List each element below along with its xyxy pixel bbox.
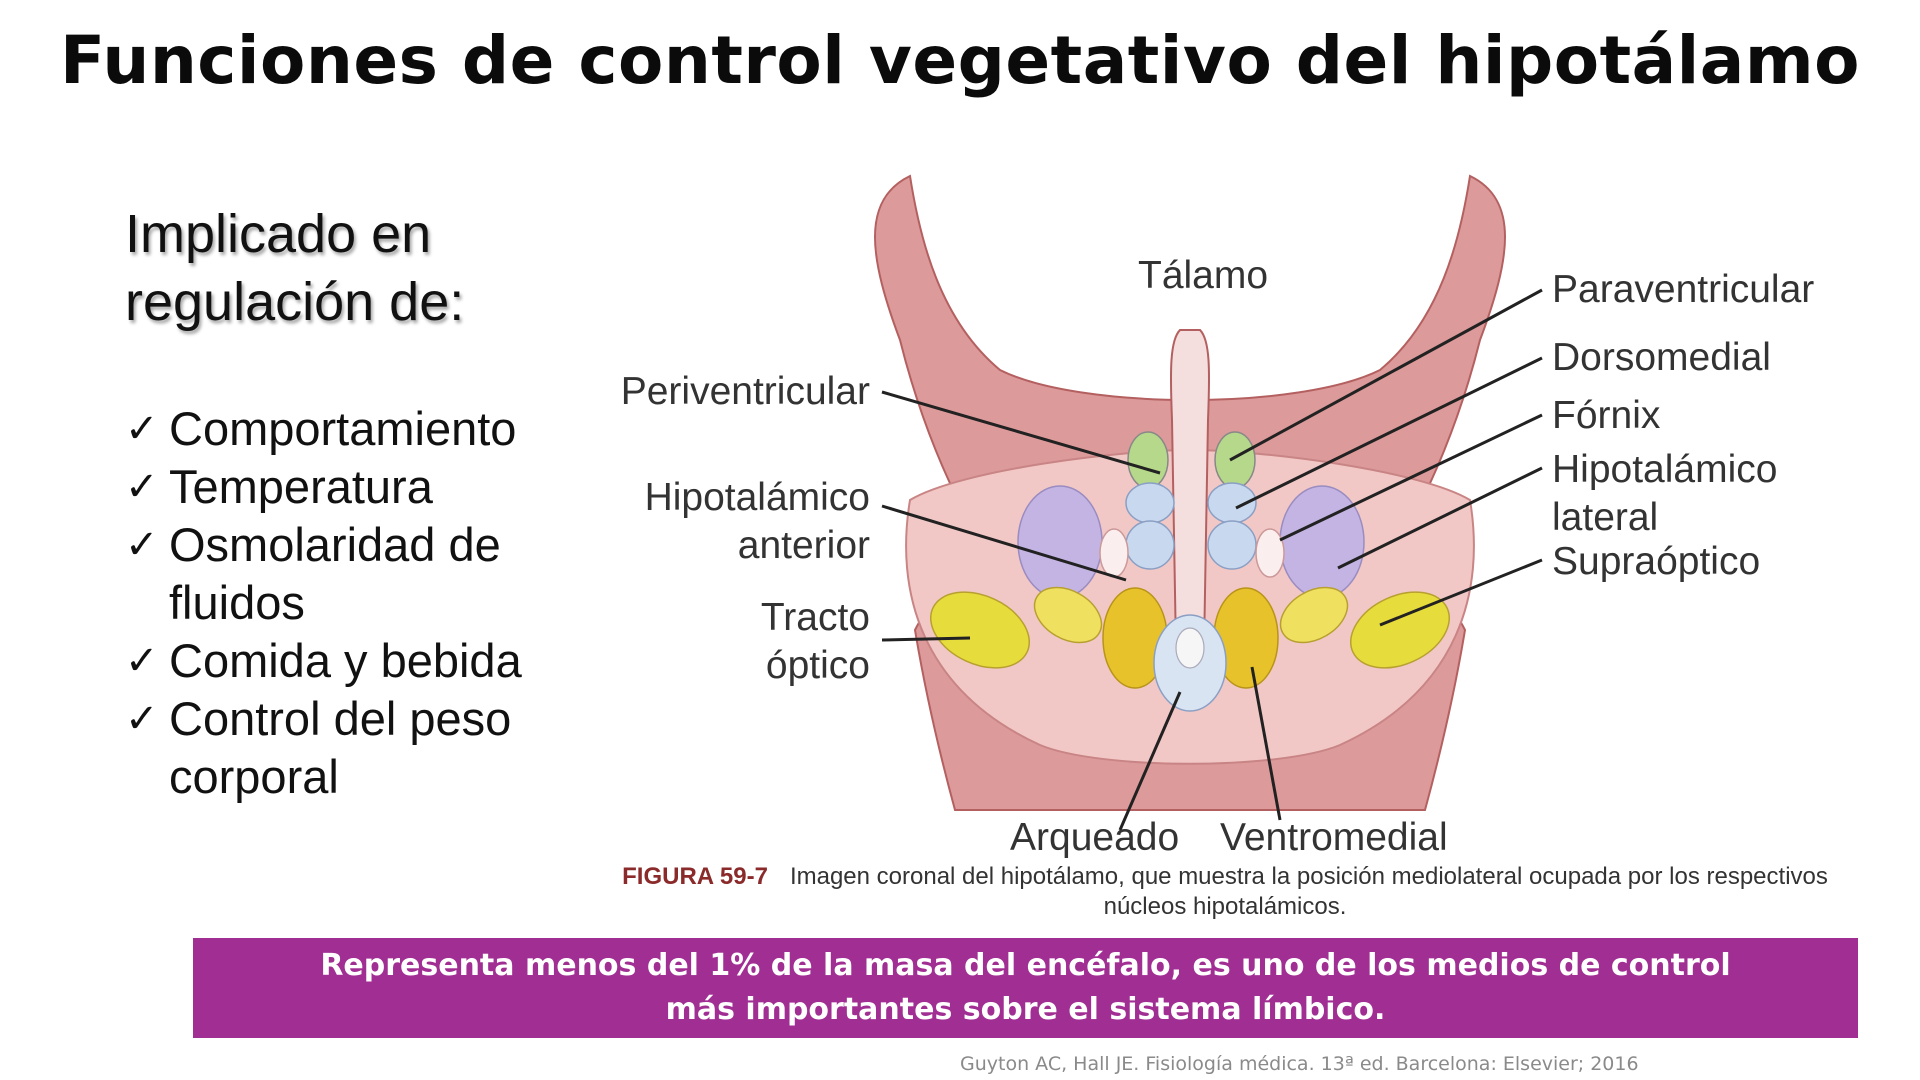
checklist-item-text: Osmolaridad de <box>169 518 501 571</box>
checklist-item-text: Temperatura <box>169 460 433 513</box>
checklist-item: ✓ Osmolaridad de fluidos <box>125 516 585 632</box>
fornix-right <box>1255 528 1285 578</box>
periventricular-nucleus-right <box>1214 431 1256 489</box>
check-icon: ✓ <box>125 638 159 684</box>
check-icon: ✓ <box>125 696 159 742</box>
lateral-hypothalamic-nucleus-left <box>1017 485 1103 599</box>
intro-heading: Implicado en regulación de: <box>125 200 565 336</box>
optic-tract-left <box>929 591 1031 669</box>
leader-lines <box>881 288 1543 831</box>
lateral-hypothalamic-nucleus-right <box>1279 485 1365 599</box>
checklist-item-text: fluidos <box>169 576 305 629</box>
figure-caption: FIGURA 59-7 Imagen coronal del hipotálamo… <box>610 862 1840 922</box>
checklist-item: ✓ Control del peso corporal <box>125 690 585 806</box>
intro-line-2: regulación de: <box>125 272 465 332</box>
supraoptic-nucleus-right <box>1349 591 1451 669</box>
checklist-item-text: Comportamiento <box>169 402 517 455</box>
label-fornix: Fórnix <box>1552 394 1661 437</box>
checklist-item-text: Control del peso <box>169 692 512 745</box>
label-supraoptico: Supraóptico <box>1552 540 1760 583</box>
dorsomedial-nucleus-right <box>1207 520 1257 570</box>
checklist-item: ✓ Comida y bebida <box>125 632 585 690</box>
check-icon: ✓ <box>125 522 159 568</box>
dorsomedial-nucleus-left <box>1125 520 1175 570</box>
label-dorsomedial: Dorsomedial <box>1552 336 1771 379</box>
checklist-item: ✓ Comportamiento <box>125 400 585 458</box>
label-ventromedial: Ventromedial <box>1220 816 1448 859</box>
regulation-checklist: ✓ Comportamiento ✓ Temperatura ✓ Osmolar… <box>125 400 585 806</box>
arcuate-nucleus-core <box>1175 627 1205 669</box>
check-icon: ✓ <box>125 406 159 452</box>
label-periventricular: Periventricular <box>621 370 870 413</box>
label-talamo: Tálamo <box>1138 254 1268 297</box>
fornix-left <box>1099 528 1129 578</box>
intro-line-1: Implicado en <box>125 204 432 264</box>
label-hipotalamico-anterior-1: Hipotalámico <box>645 476 870 519</box>
label-hipotalamico-anterior-2: anterior <box>738 524 870 567</box>
checklist-item-text: corporal <box>169 750 339 803</box>
check-icon: ✓ <box>125 464 159 510</box>
hypothalamus-coronal-diagram: Tálamo Paraventricular Periventricular D… <box>621 174 1814 859</box>
paraventricular-nucleus-left <box>1125 482 1175 524</box>
label-hipotalamico-lateral-2: lateral <box>1552 496 1658 539</box>
checklist-item: ✓ Temperatura <box>125 458 585 516</box>
anterior-hypothalamic-nucleus-right <box>1279 586 1349 644</box>
periventricular-nucleus-left <box>1127 431 1169 489</box>
highlight-banner: Representa menos del 1% de la masa del e… <box>193 938 1858 1038</box>
label-hipotalamico-lateral-1: Hipotalámico <box>1552 448 1777 491</box>
label-tracto-optico-1: Tracto <box>761 596 870 639</box>
figure-number: FIGURA 59-7 <box>622 863 768 890</box>
figure-caption-text: Imagen coronal del hipotálamo, que muest… <box>789 863 1828 920</box>
anterior-hypothalamic-nucleus-left <box>1033 586 1103 644</box>
checklist-item-text: Comida y bebida <box>169 634 522 687</box>
slide-title: Funciones de control vegetativo del hipo… <box>60 22 1860 99</box>
reference-citation: Guyton AC, Hall JE. Fisiología médica. 1… <box>960 1053 1639 1075</box>
label-arqueado: Arqueado <box>1010 816 1179 859</box>
label-paraventricular: Paraventricular <box>1552 268 1814 311</box>
label-tracto-optico-2: óptico <box>766 644 870 687</box>
banner-text: Representa menos del 1% de la masa del e… <box>320 948 1731 1027</box>
